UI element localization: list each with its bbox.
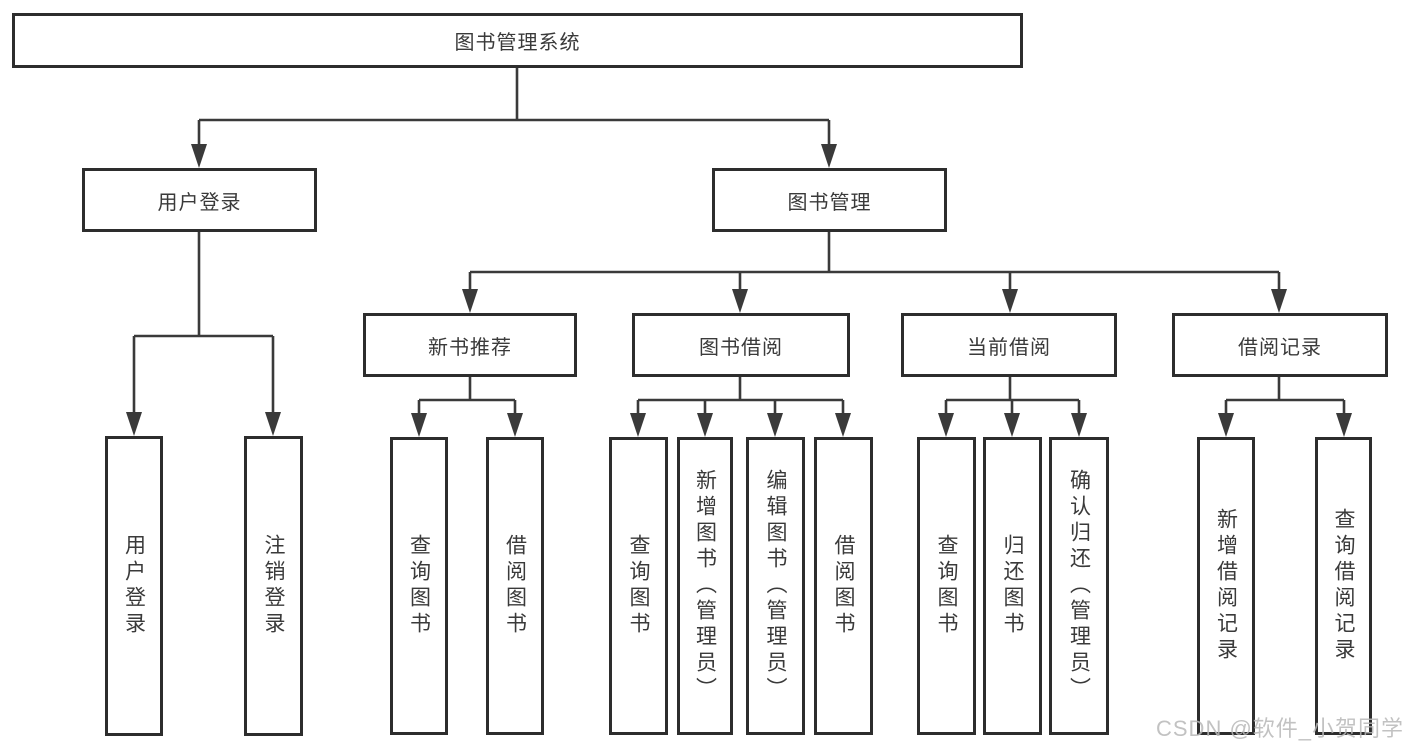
leaf-label: 借阅图书 — [503, 534, 527, 638]
connector-bookmgmt-to-level3 — [468, 232, 1281, 291]
leaf-borrow-edit-books-admin: 编辑图书（管理员） — [746, 437, 805, 735]
leaf-label: 新增借阅记录 — [1214, 508, 1238, 664]
leaf-label: 用户登录 — [122, 534, 146, 638]
node-book-management: 图书管理 — [712, 168, 947, 232]
leaf-current-confirm-return-admin: 确认归还（管理员） — [1049, 437, 1109, 735]
leaf-label: 查询图书 — [935, 534, 958, 638]
node-borrowing-records: 借阅记录 — [1172, 313, 1388, 377]
leaf-borrow-query-books: 查询图书 — [609, 437, 668, 735]
leaf-logout: 注销登录 — [244, 436, 303, 736]
connector-borrowrecords-to-leaves — [1224, 377, 1346, 415]
leaf-records-query-record: 查询借阅记录 — [1315, 437, 1372, 735]
node-user-login: 用户登录 — [82, 168, 317, 232]
leaf-label: 编辑图书（管理员） — [764, 469, 787, 703]
leaf-records-add-record: 新增借阅记录 — [1197, 437, 1255, 735]
leaf-current-query-books: 查询图书 — [917, 437, 976, 735]
node-new-book-recommendation: 新书推荐 — [363, 313, 577, 377]
node-root-system: 图书管理系统 — [12, 13, 1023, 68]
leaf-label: 确认归还（管理员） — [1067, 469, 1091, 703]
node-current-borrowing: 当前借阅 — [901, 313, 1117, 377]
leaf-label: 注销登录 — [262, 534, 285, 638]
leaf-user-login: 用户登录 — [105, 436, 163, 736]
leaf-label: 查询图书 — [407, 534, 431, 638]
connector-userlogin-to-leaves — [132, 232, 275, 414]
leaf-borrow-borrow-books: 借阅图书 — [814, 437, 873, 735]
leaf-newrec-query-books: 查询图书 — [390, 437, 448, 735]
connector-bookborrow-to-leaves — [636, 377, 845, 415]
node-book-borrowing: 图书借阅 — [632, 313, 850, 377]
leaf-borrow-add-books-admin: 新增图书（管理员） — [677, 437, 733, 735]
csdn-watermark: CSDN @软件_小贺同学 — [1156, 716, 1405, 741]
leaf-label: 归还图书 — [1001, 534, 1024, 638]
connector-currentborrow-to-leaves — [944, 377, 1081, 415]
leaf-current-return-books: 归还图书 — [983, 437, 1042, 735]
connector-newbookrec-to-leaves — [417, 377, 517, 415]
leaf-label: 查询借阅记录 — [1332, 508, 1355, 664]
leaf-newrec-borrow-books: 借阅图书 — [486, 437, 544, 735]
arrowheads — [126, 144, 1352, 437]
leaf-label: 新增图书（管理员） — [693, 469, 717, 703]
leaf-label: 查询图书 — [627, 534, 650, 638]
connector-root-to-level2 — [197, 68, 831, 146]
leaf-label: 借阅图书 — [832, 534, 855, 638]
